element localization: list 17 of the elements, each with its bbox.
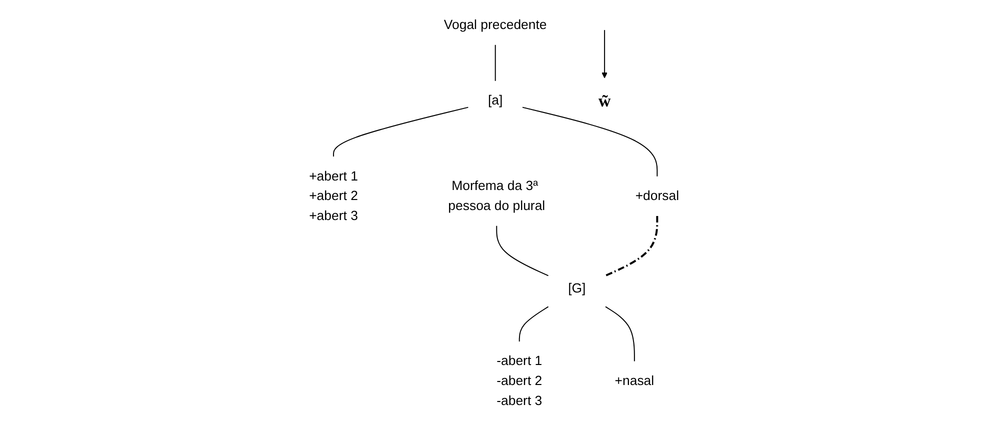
node-text: +abert 1 +abert 2 +abert 3 (310, 169, 358, 224)
connector (495, 44, 496, 82)
node-text: -abert 1 -abert 2 -abert 3 (497, 354, 543, 408)
node-text: [G] (568, 281, 586, 296)
arrow (602, 30, 608, 78)
connector (496, 225, 550, 276)
connector (519, 306, 550, 342)
node-text: w̃ (598, 91, 612, 110)
connector (605, 306, 636, 362)
node-text: [a] (488, 93, 504, 108)
node-text: Morfema da 3ª pessoa do plural (448, 178, 546, 214)
connector (606, 216, 659, 277)
node-text: Vogal precedente (444, 18, 548, 32)
node-text: +nasal (615, 374, 655, 388)
node-text: +dorsal (636, 188, 680, 204)
connector (333, 106, 470, 158)
connector (522, 106, 658, 177)
